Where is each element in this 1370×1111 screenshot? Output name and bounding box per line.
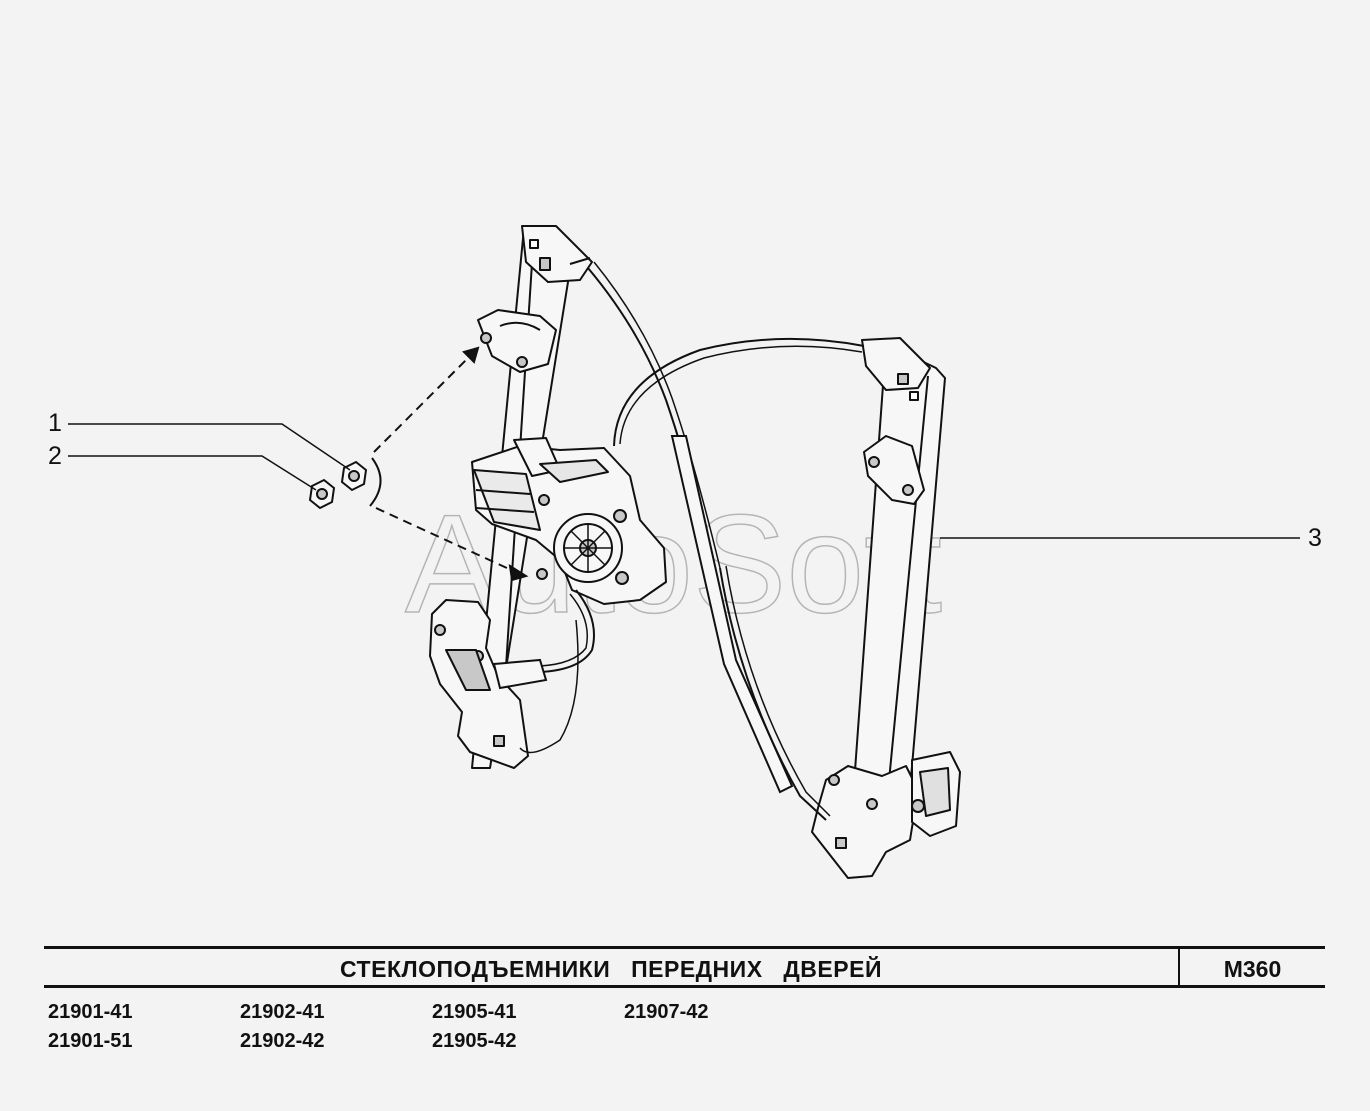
model-number: 21902-41 bbox=[240, 1001, 325, 1023]
leader-lines bbox=[68, 423, 1300, 539]
cable-sheath-right bbox=[670, 435, 794, 794]
leader-2 bbox=[68, 455, 317, 491]
motor-stud bbox=[536, 568, 548, 580]
model-number: 21905-42 bbox=[432, 1030, 517, 1052]
model-number: 21901-41 bbox=[48, 1001, 133, 1023]
callout-2: 2 bbox=[48, 442, 62, 470]
window-regulator-assembly bbox=[429, 225, 961, 879]
wire-connector bbox=[492, 658, 548, 690]
title-block: СТЕКЛОПОДЪЕМНИКИ ПЕРЕДНИХ ДВЕРЕЙ M360 bbox=[44, 946, 1325, 988]
model-number: 21902-42 bbox=[240, 1030, 325, 1052]
model-number: 21901-51 bbox=[48, 1030, 133, 1052]
installation-bracket-mark bbox=[369, 457, 382, 507]
arrow-to-upper-bracket bbox=[373, 351, 475, 453]
installation-arrows bbox=[373, 346, 529, 582]
callout-3: 3 bbox=[1308, 524, 1322, 552]
page-code: M360 bbox=[1223, 956, 1282, 982]
model-list: 21901-41 21901-51 21902-41 21902-42 2190… bbox=[48, 1002, 948, 1062]
regulator-cables bbox=[492, 261, 865, 821]
right-top-pulley bbox=[861, 337, 931, 391]
callout-1: 1 bbox=[48, 409, 62, 437]
cable-upper-right bbox=[613, 337, 865, 447]
title-divider bbox=[1178, 949, 1180, 985]
model-number: 21907-42 bbox=[624, 1001, 709, 1023]
page-title: СТЕКЛОПОДЪЕМНИКИ ПЕРЕДНИХ ДВЕРЕЙ bbox=[340, 956, 882, 982]
motor-wire bbox=[539, 589, 595, 673]
model-number: 21905-41 bbox=[432, 1001, 517, 1023]
motor-gear-wheel bbox=[553, 513, 623, 583]
leader-1 bbox=[68, 423, 351, 471]
right-lower-carriage bbox=[811, 765, 919, 879]
right-rail-edge bbox=[885, 375, 929, 813]
motor-housing bbox=[473, 469, 541, 531]
cable-lower bbox=[719, 567, 827, 821]
arrow-to-motor-stud bbox=[375, 507, 521, 575]
fasteners bbox=[308, 457, 382, 510]
parts-diagram: AutoSoft bbox=[68, 225, 1300, 879]
hex-nut-icon bbox=[308, 478, 336, 510]
left-upper-bracket bbox=[477, 309, 557, 373]
